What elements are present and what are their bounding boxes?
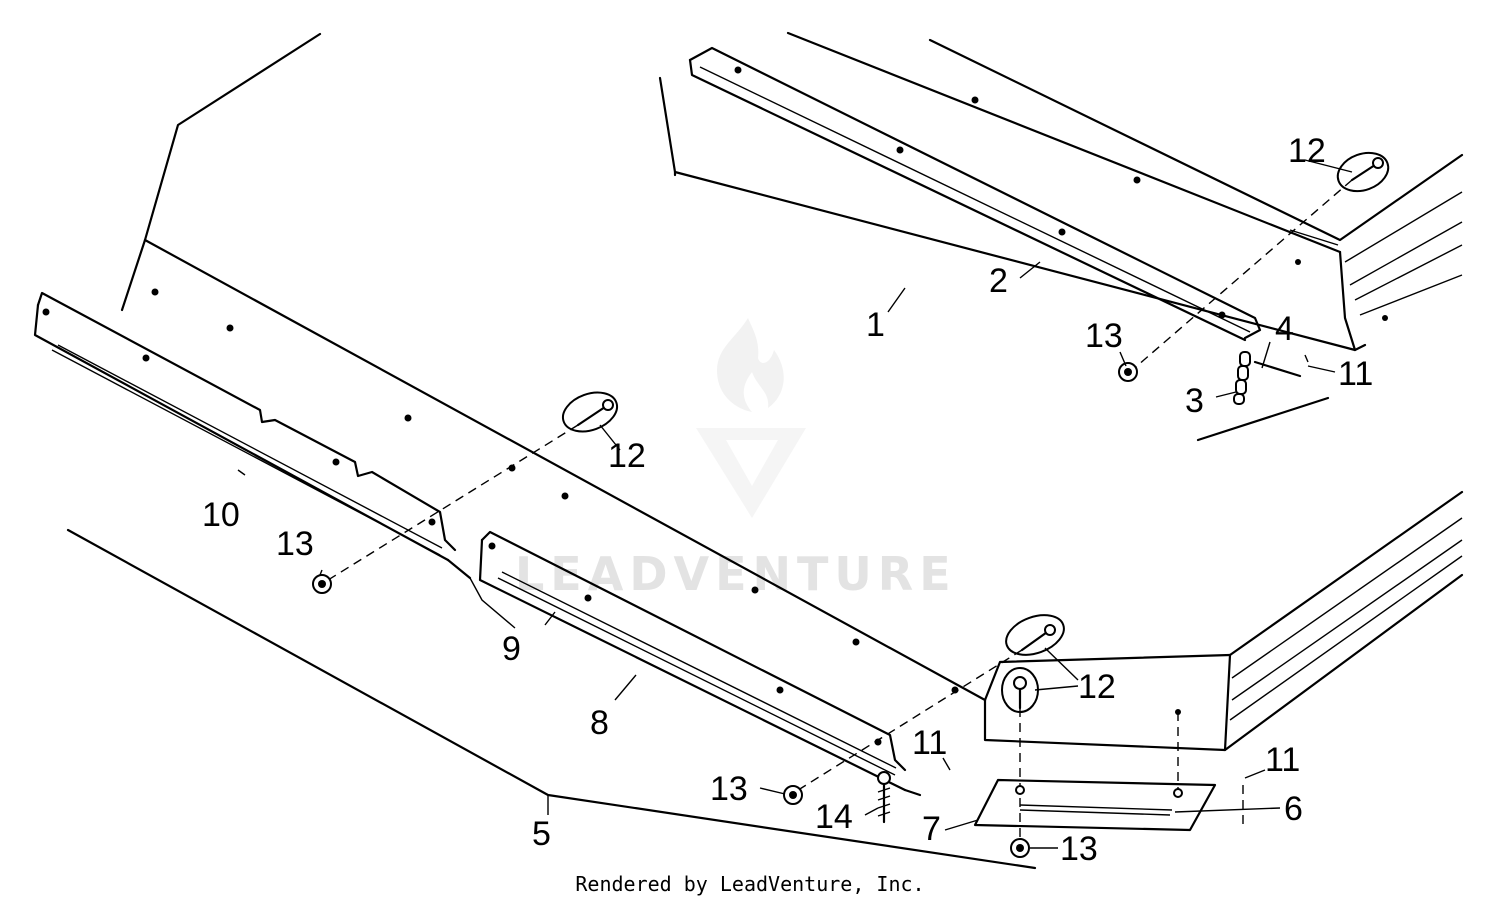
bolt-12-upper [1336, 151, 1390, 193]
nut-13-middle [783, 785, 803, 805]
callout-2: 2 [989, 262, 1008, 300]
callout-9: 9 [502, 630, 521, 668]
callout-5: 5 [532, 815, 551, 853]
nut-13-upper [1118, 362, 1138, 382]
callout-11c: 11 [1265, 741, 1300, 779]
callout-11b: 11 [912, 724, 947, 762]
callout-4: 4 [1275, 310, 1294, 348]
callout-12b: 12 [608, 437, 646, 475]
watermark-text: LEADVENTURE [515, 547, 957, 601]
axis-line-lower [794, 649, 1023, 793]
callout-13c: 13 [710, 770, 748, 808]
callout-11a: 11 [1338, 355, 1373, 393]
nut-13-left [312, 574, 332, 594]
callout-14: 14 [815, 798, 853, 836]
callout-12a: 12 [1288, 132, 1326, 170]
callout-8: 8 [590, 704, 609, 742]
left-rail [33, 291, 472, 580]
axis-line-middle [319, 424, 579, 586]
upper-rail [688, 46, 1262, 342]
marker-11-b [942, 757, 951, 771]
watermark-logo-icon [696, 318, 806, 518]
chain-link [1233, 351, 1302, 405]
callout-7: 7 [922, 810, 941, 848]
callout-10: 10 [202, 496, 240, 534]
callout-13b: 13 [276, 525, 314, 563]
pin-14 [877, 771, 891, 824]
axis-line-upper [1129, 179, 1353, 373]
credit-line: Rendered by LeadVenture, Inc. [575, 872, 925, 896]
callout-13d: 13 [1060, 830, 1098, 868]
callout-3: 3 [1185, 382, 1204, 420]
bracket-plate [973, 778, 1217, 832]
callout-1: 1 [866, 306, 885, 344]
marker-11-a [1304, 354, 1309, 363]
right-lower-panel [1223, 490, 1464, 752]
nut-13-bottom [1010, 838, 1030, 858]
middle-rail [478, 530, 922, 797]
leader-lines [237, 159, 1353, 849]
callout-12c: 12 [1078, 668, 1116, 706]
bolt-12-middle [561, 391, 619, 433]
callout-6: 6 [1284, 790, 1303, 828]
callout-13a: 13 [1085, 317, 1123, 355]
bolt-12-lower-a [1005, 614, 1065, 656]
bolt-12-lower-b [1001, 667, 1039, 713]
upper-deck-panel [658, 31, 1464, 442]
